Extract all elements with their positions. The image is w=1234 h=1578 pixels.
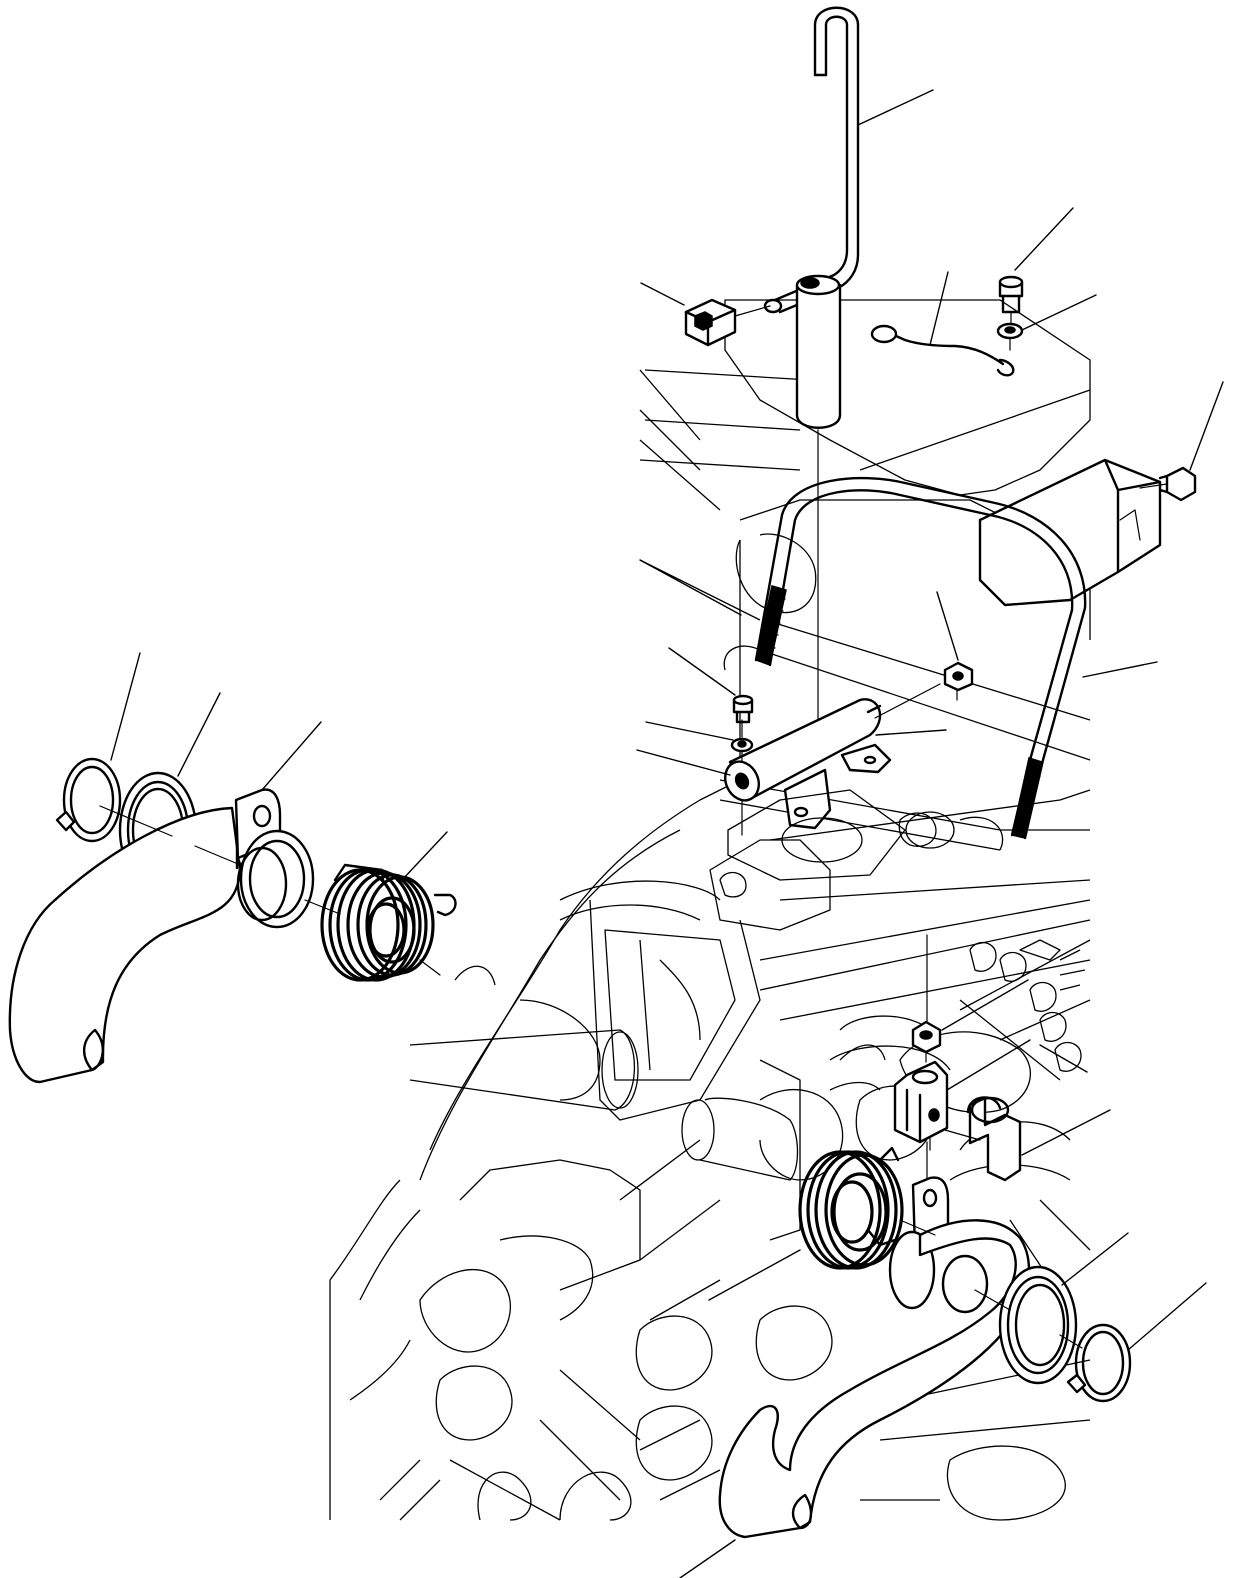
lock-cylinder xyxy=(724,698,892,830)
hook-lever xyxy=(8,788,315,1084)
bracket-arm xyxy=(978,458,1162,607)
washer xyxy=(996,322,1024,340)
hook-lever-rod xyxy=(763,6,860,314)
bolt xyxy=(998,275,1024,314)
clevis xyxy=(893,1060,949,1201)
locking-pin xyxy=(795,274,842,429)
washer xyxy=(730,737,754,753)
torsion-spring xyxy=(681,1097,904,1270)
callout-leaders xyxy=(110,89,1224,1578)
acorn-nut xyxy=(1158,466,1197,502)
hook-lever xyxy=(718,1176,1031,1539)
retaining-clip xyxy=(55,757,122,843)
thrust-washer xyxy=(998,1265,1078,1385)
torsion-spring xyxy=(320,863,457,982)
nut xyxy=(943,661,974,692)
lanyard-cable xyxy=(870,324,1015,377)
axle xyxy=(409,965,639,1111)
lock-pin-clip xyxy=(944,1096,1022,1182)
mounting-plate xyxy=(727,789,1004,881)
u-bolt xyxy=(754,476,1087,840)
explosion-axes xyxy=(99,305,1168,1349)
rubber-block xyxy=(684,298,737,347)
nut xyxy=(911,1020,942,1054)
bolt xyxy=(732,694,754,724)
retaining-clip xyxy=(1066,1323,1132,1403)
